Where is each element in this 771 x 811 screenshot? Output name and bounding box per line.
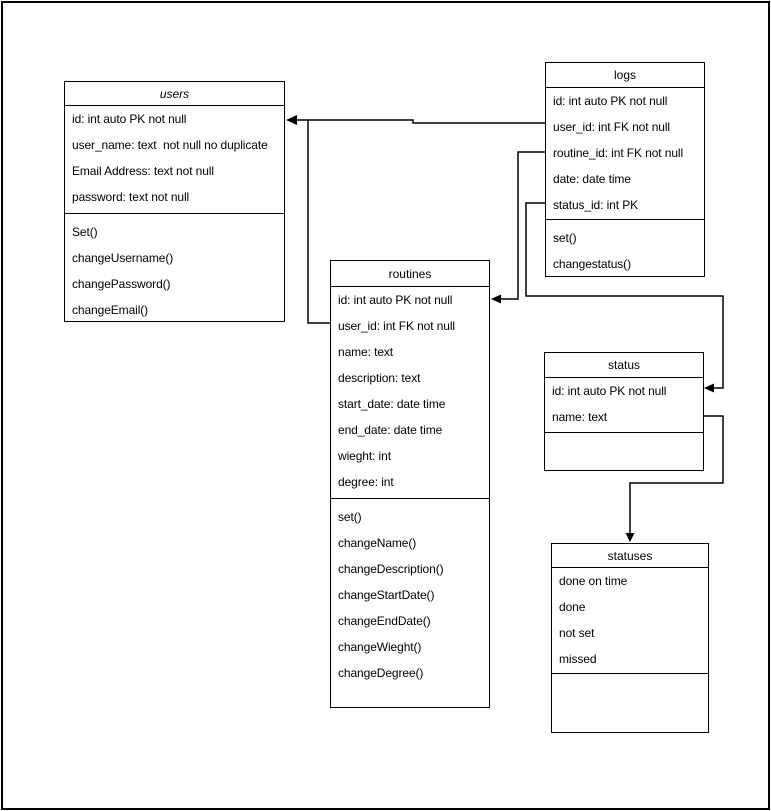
- method-users-changeEmail: changeEmail(): [72, 303, 149, 317]
- entity-logs[interactable]: logs id: int auto PK not null user_id: i…: [545, 62, 705, 277]
- entity-routines-attributes: id: int auto PK not null user_id: int FK…: [331, 287, 489, 498]
- field-status-id: id: int auto PK not null: [552, 384, 667, 398]
- arrowhead-into-statuses: [625, 533, 635, 542]
- entity-statuses-empty-section: [552, 673, 708, 732]
- field-users-password: password: text not null: [72, 190, 190, 204]
- entity-users-methods: Set() changeUsername() changePassword() …: [65, 213, 284, 321]
- field-routines-start_date: start_date: date time: [338, 397, 446, 411]
- entity-status-attributes: id: int auto PK not null name: text: [545, 378, 703, 432]
- entity-status[interactable]: status id: int auto PK not null name: te…: [544, 352, 704, 471]
- arrowhead-into-status: [704, 383, 714, 393]
- method-routines-set: set(): [338, 510, 362, 524]
- field-logs-id: id: int auto PK not null: [553, 94, 668, 108]
- field-routines-user_id: user_id: int FK not null: [338, 319, 455, 333]
- value-statuses-missed: missed: [559, 652, 597, 666]
- method-routines-changeDegree: changeDegree(): [338, 666, 424, 680]
- field-users-id: id: int auto PK not null: [72, 112, 187, 126]
- field-routines-description: description: text: [338, 371, 421, 385]
- field-routines-wieght: wieght: int: [338, 449, 391, 463]
- connector-logs-user_id-to-users-id[interactable]: [297, 119, 545, 124]
- field-users-user_name: user_name: text not null no duplicate: [72, 138, 268, 152]
- field-logs-routine_id: routine_id: int FK not null: [553, 146, 684, 160]
- field-logs-user_id: user_id: int FK not null: [553, 120, 670, 134]
- entity-status-empty-section: [545, 432, 703, 470]
- entity-statuses-title: statuses: [552, 544, 708, 568]
- method-routines-changeStartDate: changeStartDate(): [338, 588, 435, 602]
- entity-routines-methods: set() changeName() changeDescription() c…: [331, 498, 489, 707]
- entity-status-title: status: [545, 353, 703, 378]
- entity-logs-attributes: id: int auto PK not null user_id: int FK…: [546, 88, 704, 219]
- entity-statuses[interactable]: statuses done on time done not set misse…: [551, 543, 709, 733]
- entity-logs-methods: set() changestatus(): [546, 219, 704, 276]
- method-routines-changeEndDate: changeEndDate(): [338, 614, 431, 628]
- entity-users[interactable]: users id: int auto PK not null user_name…: [64, 81, 285, 322]
- connector-logs-status_id-to-status-id[interactable]: [525, 202, 724, 389]
- connector-status-name-to-statuses[interactable]: [629, 415, 724, 534]
- value-statuses-done: done: [559, 600, 586, 614]
- entity-statuses-values: done on time done not set missed: [552, 568, 708, 673]
- field-logs-date: date: date time: [553, 172, 631, 186]
- entity-users-attributes: id: int auto PK not null user_name: text…: [65, 106, 284, 213]
- field-routines-id: id: int auto PK not null: [338, 293, 453, 307]
- arrowhead-into-routines: [491, 294, 501, 304]
- value-statuses-not-set: not set: [559, 626, 595, 640]
- field-routines-name: name: text: [338, 345, 394, 359]
- method-logs-changestatus: changestatus(): [553, 257, 631, 271]
- arrowhead-into-users: [286, 115, 297, 125]
- field-routines-end_date: end_date: date time: [338, 423, 443, 437]
- method-users-set: Set(): [72, 225, 98, 239]
- entity-users-title: users: [65, 82, 284, 106]
- method-routines-changeName: changeName(): [338, 536, 417, 550]
- field-users-email: Email Address: text not null: [72, 164, 214, 178]
- method-routines-changeWieght: changeWieght(): [338, 640, 422, 654]
- entity-routines[interactable]: routines id: int auto PK not null user_i…: [330, 260, 490, 708]
- value-statuses-done-on-time: done on time: [559, 574, 628, 588]
- connector-logs-routine_id-to-routines-id[interactable]: [500, 151, 545, 300]
- field-status-name: name: text: [552, 410, 608, 424]
- method-users-changePassword: changePassword(): [72, 277, 171, 291]
- connector-routines-user_id-to-users-id[interactable]: [307, 120, 330, 324]
- field-logs-status_id: status_id: int PK: [553, 198, 639, 212]
- method-logs-set: set(): [553, 231, 577, 245]
- method-routines-changeDescription: changeDescription(): [338, 562, 444, 576]
- method-users-changeUsername: changeUsername(): [72, 251, 174, 265]
- entity-routines-title: routines: [331, 261, 489, 287]
- entity-logs-title: logs: [546, 63, 704, 88]
- field-routines-degree: degree: int: [338, 475, 394, 489]
